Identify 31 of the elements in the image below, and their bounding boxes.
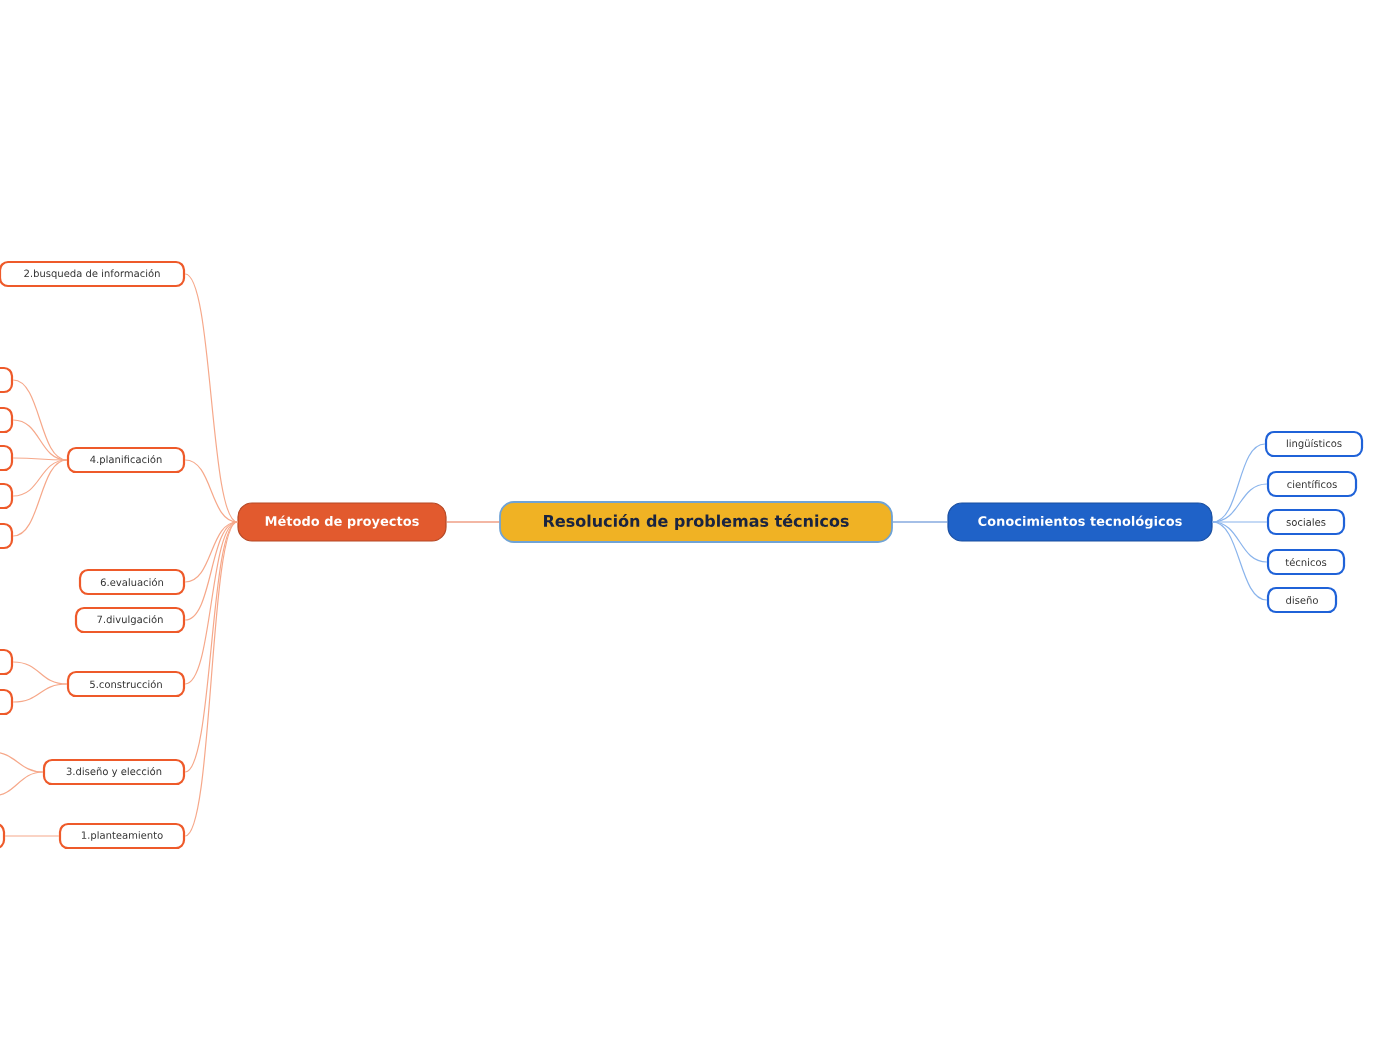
- central-topic-box: Resolución de problemas técnicos: [499, 501, 893, 543]
- connector-line: [1212, 521, 1268, 601]
- connector-line: [0, 771, 44, 797]
- empty-subtopic-box: [0, 822, 6, 850]
- empty-subtopic-box: [0, 522, 14, 550]
- connector-line: [12, 457, 68, 461]
- connector-line: [184, 521, 238, 773]
- connector-line: [12, 459, 68, 497]
- empty-subtopic-box: [0, 444, 14, 472]
- connector-line: [892, 521, 948, 523]
- connector-line: [1212, 443, 1266, 523]
- connector-line: [4, 835, 60, 837]
- empty-subtopic-box: [0, 406, 14, 434]
- connector-line: [446, 521, 500, 523]
- empty-subtopic-box: [0, 366, 14, 394]
- connector-line: [184, 521, 238, 583]
- connector-line: [12, 459, 68, 537]
- connector-line: [184, 273, 238, 523]
- connector-line: [12, 661, 68, 685]
- connector-line: [1212, 521, 1268, 563]
- connector-line: [184, 521, 238, 621]
- connector-line: [184, 459, 238, 523]
- connector-line: [12, 379, 68, 461]
- empty-subtopic-box: [0, 688, 14, 716]
- connector-line: [12, 683, 68, 703]
- connector-line: [1212, 521, 1268, 523]
- connector-line: [184, 521, 238, 685]
- empty-subtopic-box: [0, 648, 14, 676]
- connector-line: [184, 521, 238, 837]
- connector-line: [0, 751, 44, 773]
- empty-subtopic-box: [0, 482, 14, 510]
